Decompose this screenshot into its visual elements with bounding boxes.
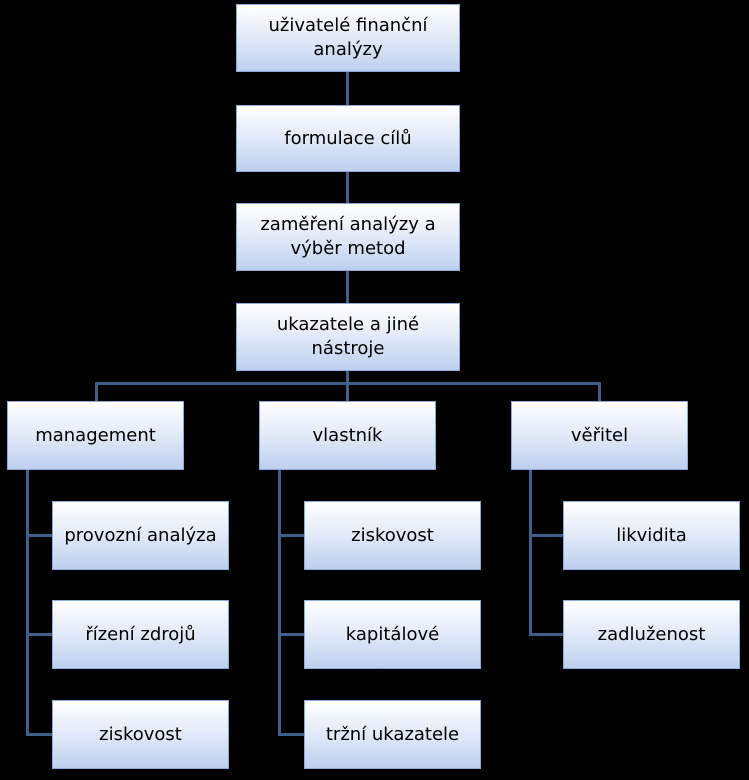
connector-vlastnik-item-1: [278, 534, 305, 537]
connector-drop-vlastnik: [346, 382, 349, 402]
box-vlastnik-item: kapitálové: [304, 600, 481, 669]
connector-chain-3: [346, 271, 349, 304]
connector-management-item-1: [26, 534, 53, 537]
box-label: vlastník: [312, 424, 383, 446]
box-formulace-cilu: formulace cílů: [236, 105, 460, 172]
box-label: management: [35, 424, 156, 446]
connector-vlastnik-item-3: [278, 733, 305, 736]
connector-drop-management: [95, 382, 98, 402]
box-vlastnik-item: tržní ukazatele: [304, 700, 481, 769]
box-label: tržní ukazatele: [325, 723, 460, 745]
box-vlastnik-item: ziskovost: [304, 501, 481, 570]
connector-vlastnik-item-2: [278, 633, 305, 636]
connector-veritel-item-1: [529, 534, 564, 537]
box-label: zadluženost: [597, 623, 706, 645]
box-veritel-item: zadluženost: [563, 600, 740, 669]
connector-chain-1: [346, 72, 349, 106]
box-management: management: [7, 401, 184, 470]
box-management-item: provozní analýza: [52, 501, 229, 570]
box-label: ziskovost: [351, 524, 434, 546]
box-label: zaměření analýzy a výběr metod: [260, 214, 436, 259]
connector-chain-4: [346, 371, 349, 384]
connector-management-spine: [26, 470, 29, 735]
connector-management-item-3: [26, 733, 53, 736]
box-label: ukazatele a jiné nástroje: [276, 314, 420, 359]
box-uzivatele-financni-analyzy: uživatelé finanční analýzy: [236, 4, 460, 72]
connector-management-item-2: [26, 633, 53, 636]
box-label: likvidita: [616, 524, 687, 546]
box-ukazatele-a-jine-nastroje: ukazatele a jiné nástroje: [236, 303, 460, 371]
connector-vlastnik-spine: [278, 470, 281, 735]
box-label: uživatelé finanční analýzy: [268, 15, 428, 60]
box-label: ziskovost: [99, 723, 182, 745]
box-label: formulace cílů: [284, 127, 412, 149]
box-veritel-item: likvidita: [563, 501, 740, 570]
connector-veritel-item-2: [529, 633, 564, 636]
box-management-item: ziskovost: [52, 700, 229, 769]
box-vlastnik: vlastník: [259, 401, 436, 470]
box-label: věřitel: [570, 424, 629, 446]
connector-veritel-spine: [529, 470, 532, 636]
box-label: kapitálové: [345, 623, 440, 645]
box-management-item: řízení zdrojů: [52, 600, 229, 669]
box-zamereni-analyzy: zaměření analýzy a výběr metod: [236, 203, 460, 271]
connector-chain-2: [346, 171, 349, 203]
box-veritel: věřitel: [511, 401, 688, 470]
connector-drop-veritel: [598, 382, 601, 402]
box-label: řízení zdrojů: [85, 623, 196, 645]
box-label: provozní analýza: [64, 524, 217, 546]
